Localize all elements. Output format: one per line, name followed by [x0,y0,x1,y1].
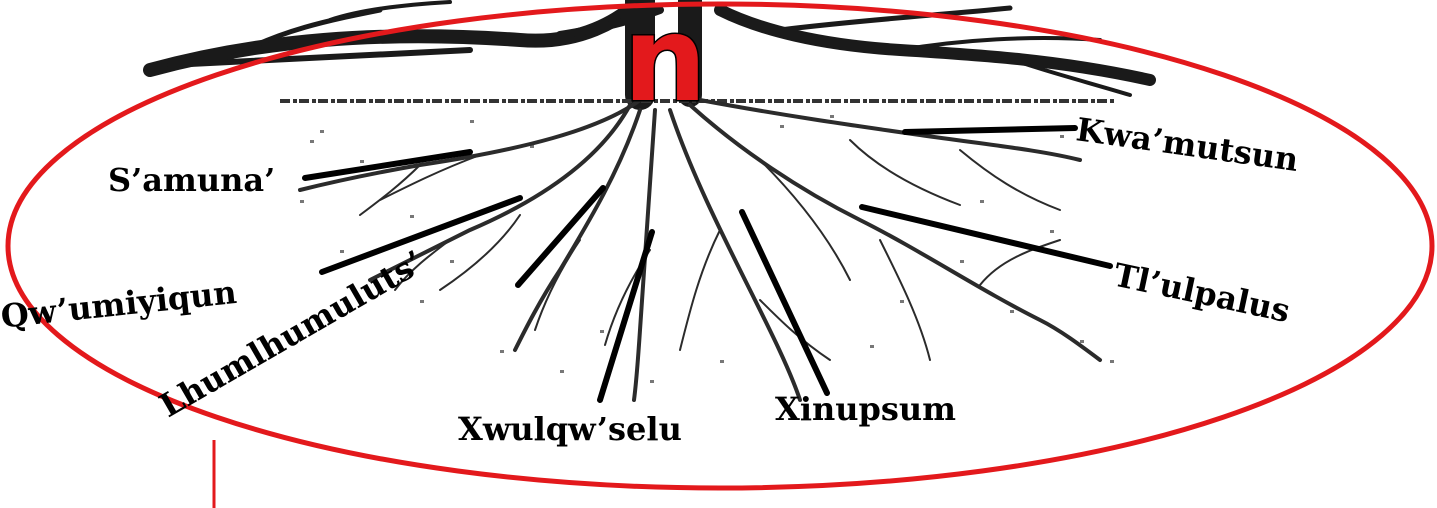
label-samuna: S’amuna’ [108,161,275,199]
center-letter-n: n [623,0,707,128]
label-kwamutsun: Kwa’mutsun [1074,110,1301,179]
soil-speckles [300,115,1114,383]
label-qwumiyiqun: Qw’umiyiqun [0,273,238,336]
leader-line-kwamutsun [905,128,1075,132]
leader-lines [305,128,1110,400]
label-xinupsum: Xinupsum [775,390,956,428]
leader-line-xwulqwselu [600,232,652,400]
leader-line-samuna [305,152,470,178]
label-tlulpalus: Tl’ulpalus [1110,256,1293,330]
roots-illustration [300,100,1100,400]
label-xwulqwselu: Xwulqw’selu [458,410,682,448]
label-lhumlhumuluts: Lhumlhumuluts’ [153,243,430,425]
highlight-ellipse [8,4,1432,488]
leader-line-tlulpalus [862,207,1110,266]
